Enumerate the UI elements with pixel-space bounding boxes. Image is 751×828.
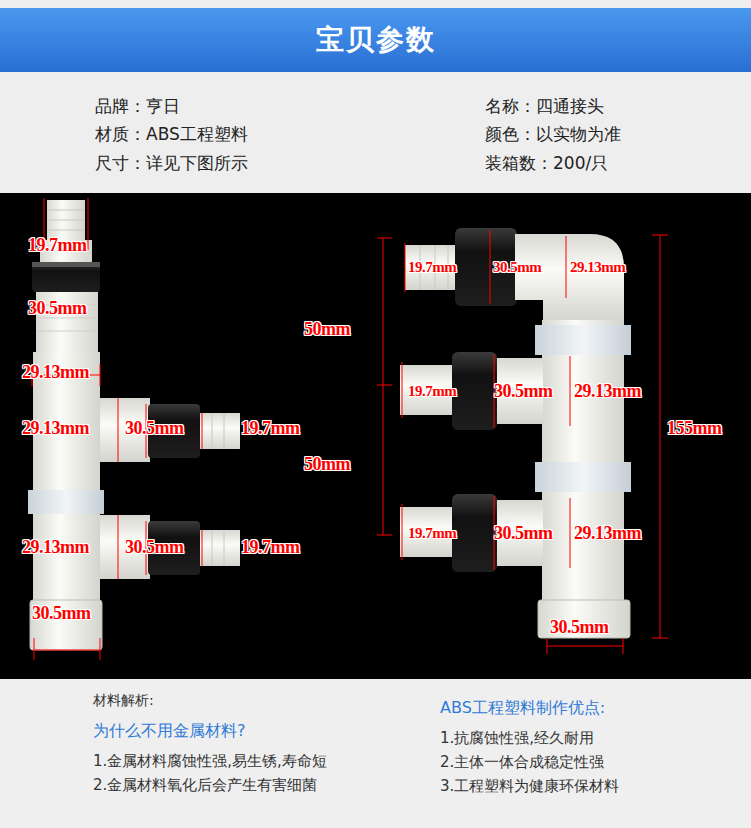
dimension: 19.7mm: [408, 259, 456, 276]
page-title: 宝贝参数: [316, 21, 436, 59]
dimension: 30.5mm: [125, 418, 184, 439]
dimension: 30.5mm: [494, 523, 553, 544]
dimension: 30.5mm: [494, 381, 553, 402]
dimension: 50mm: [304, 319, 350, 340]
dimension-lines: [377, 230, 668, 654]
dimension: 19.7mm: [28, 235, 87, 256]
spec-line: 品牌：亨日: [95, 95, 180, 118]
spec-line: 尺寸：详见下图所示: [95, 152, 248, 175]
right-fitting: [400, 228, 631, 638]
spec-line: 名称：四通接头: [485, 95, 604, 118]
dimension: 19.7mm: [408, 383, 456, 400]
dimension: 30.5mm: [550, 617, 609, 638]
note-line: 1.金属材料腐蚀性强,易生锈,寿命短: [93, 752, 327, 771]
spec-line: 装箱数：200/只: [485, 152, 608, 175]
section-heading: 材料解析:: [93, 692, 154, 710]
note-line: 1.抗腐蚀性强,经久耐用: [440, 729, 594, 748]
dimension: 50mm: [304, 454, 350, 475]
note-line: 2.主体一体合成稳定性强: [440, 753, 604, 772]
dimension: 30.5mm: [125, 537, 184, 558]
note-line: 3.工程塑料为健康环保材料: [440, 777, 619, 796]
question-heading: 为什么不用金属材料?: [93, 721, 246, 742]
title-band: [0, 8, 751, 72]
dimension: 30.5mm: [493, 259, 541, 276]
spec-line: 颜色：以实物为准: [485, 123, 621, 146]
dimension: 29.13mm: [574, 381, 641, 402]
section-heading: ABS工程塑料制作优点:: [440, 698, 605, 719]
spec-line: 材质：ABS工程塑料: [95, 123, 248, 146]
dimension: 29.13mm: [574, 523, 641, 544]
dimension: 19.7mm: [241, 418, 300, 439]
dimension: 19.7mm: [241, 537, 300, 558]
dimension: 30.5mm: [28, 298, 87, 319]
photo-panel: [0, 193, 751, 679]
dimension: 155mm: [667, 418, 722, 439]
dimension: 29.13mm: [22, 537, 89, 558]
dimension: 19.7mm: [408, 525, 456, 542]
dimension: 29.13mm: [22, 362, 89, 383]
header-ground: [0, 0, 751, 193]
dimension: 29.13mm: [22, 418, 89, 439]
note-line: 2.金属材料氧化后会产生有害细菌: [93, 776, 317, 795]
dimension: 30.5mm: [32, 603, 91, 624]
dimension: 29.13mm: [570, 259, 625, 276]
